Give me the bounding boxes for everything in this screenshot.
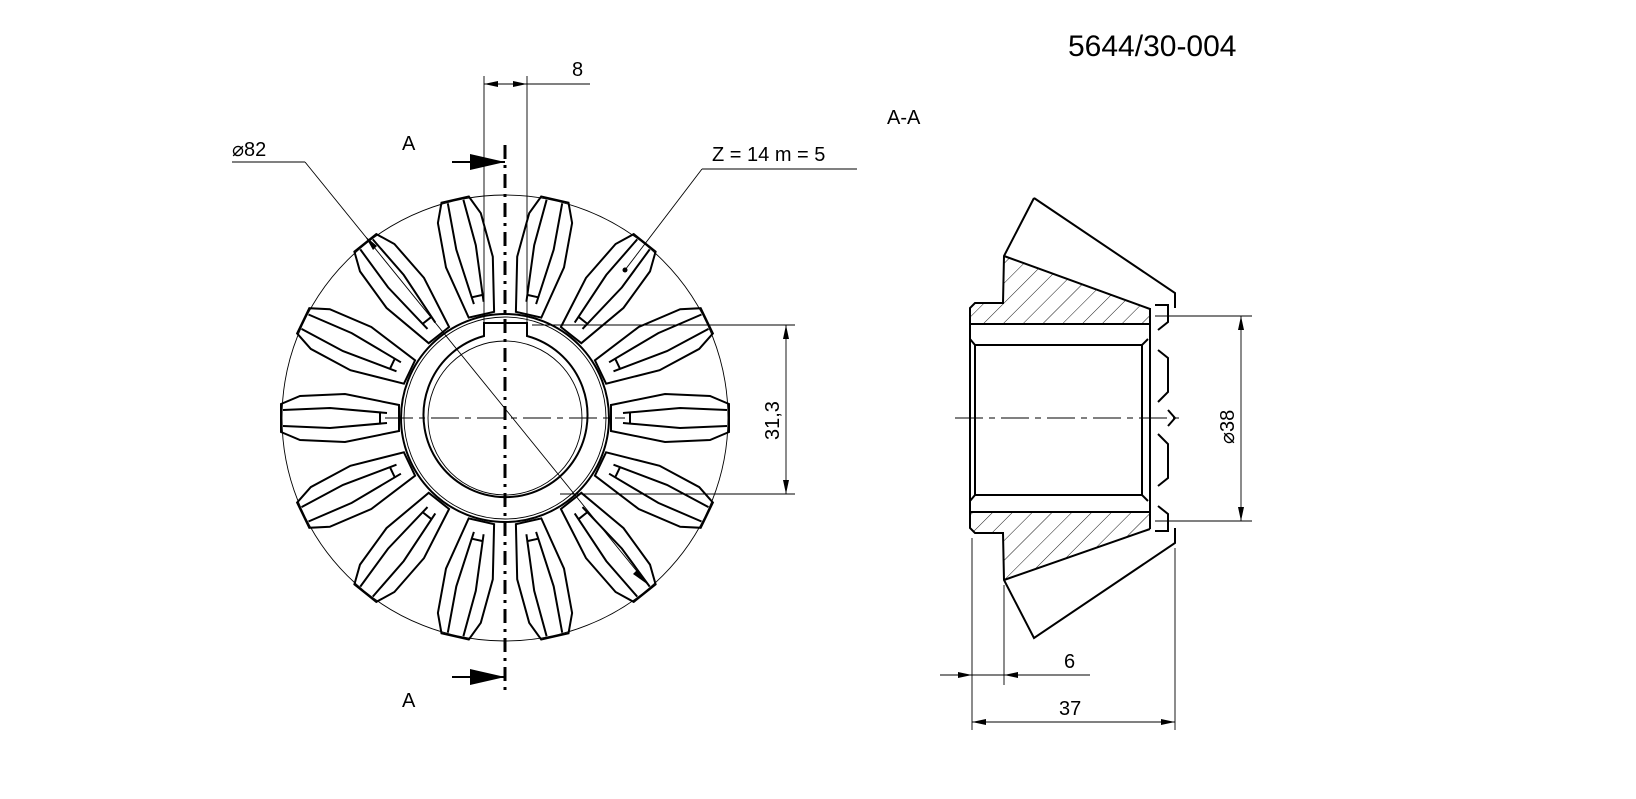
dimension-overall-length: 37 (972, 548, 1176, 730)
tooth-flank-line (525, 534, 548, 637)
tooth-flank-line (622, 422, 728, 430)
section-marker-bottom: A (402, 690, 416, 712)
hatched-section-top (970, 256, 1150, 324)
dimension-text: ⌀82 (232, 139, 266, 161)
tooth-flank-line (359, 248, 429, 330)
tooth-root-line (578, 511, 588, 520)
tooth-root-line (472, 537, 483, 542)
gear-tooth (610, 392, 730, 444)
end-teeth (1155, 304, 1176, 532)
tooth-flank-line (535, 203, 564, 305)
gear-section-view (955, 197, 1185, 640)
dimension-bore-diameter: ⌀38 (1155, 315, 1252, 522)
gear-tooth (514, 195, 574, 319)
tooth-flank-line (613, 328, 709, 373)
tooth-flank-line (308, 313, 402, 364)
dimension-text: 6 (1064, 651, 1075, 673)
dimension-outer-diameter: ⌀82 (232, 139, 649, 586)
tooth-flank-line (525, 199, 548, 302)
tooth-flank-line (301, 463, 397, 508)
tooth-root-line (422, 316, 432, 325)
section-arrow-top: A (402, 133, 505, 170)
tooth-root-line (422, 511, 432, 520)
gear-tooth (559, 491, 657, 604)
tooth-root-line (389, 358, 396, 369)
tooth-root-line (614, 467, 621, 478)
dimension-key-offset: 8 (483, 59, 590, 323)
tooth-flank-line (613, 463, 709, 508)
bore-with-keyway (422, 322, 589, 499)
tooth-root-line (389, 467, 396, 478)
dimension-keyway-height: 31,3 (532, 324, 795, 495)
gear-tooth (559, 232, 657, 345)
gear-teeth (280, 195, 730, 641)
gear-tooth (436, 195, 496, 319)
tooth-flank-line (462, 534, 485, 637)
gear-tooth (353, 491, 451, 604)
tooth-flank-line (282, 422, 388, 430)
tooth-root-line (527, 537, 538, 542)
tooth-flank-line (608, 472, 702, 523)
drawing-number: 5644/30-004 (1068, 30, 1237, 63)
tooth-root-line (614, 358, 621, 369)
gear-spec-callout: Z = 14 m = 5 (622, 144, 857, 273)
gear-spec-text: Z = 14 m = 5 (712, 144, 825, 166)
tooth-flank-line (446, 531, 475, 633)
gear-front-view (280, 145, 730, 695)
section-label: A-A (887, 107, 921, 129)
dimension-text: 37 (1059, 698, 1081, 720)
tooth-flank-line (301, 328, 397, 373)
tooth-root-line (578, 316, 588, 325)
tooth-flank-line (372, 512, 437, 598)
tooth-flank-line (282, 406, 388, 414)
section-marker-top: A (402, 133, 416, 155)
dimension-text: ⌀38 (1217, 410, 1239, 444)
tooth-root-line (472, 294, 483, 299)
tooth-flank-line (462, 199, 485, 302)
gear-tooth (514, 517, 574, 641)
gear-tooth (436, 517, 496, 641)
tooth-root-line (527, 294, 538, 299)
dimension-text: 8 (572, 59, 583, 81)
gear-tooth (295, 307, 417, 385)
section-outline (969, 197, 1176, 640)
tooth-flank-line (446, 203, 475, 305)
gear-tooth (593, 307, 715, 385)
gear-tooth (593, 451, 715, 529)
gear-tooth (295, 451, 417, 529)
gear-tooth (353, 232, 451, 345)
tooth-flank-line (608, 313, 702, 364)
tooth-flank-line (622, 406, 728, 414)
gear-tooth (280, 392, 400, 444)
tooth-flank-line (573, 238, 638, 324)
tooth-flank-line (308, 472, 402, 523)
dimension-hub-step: 6 (940, 538, 1090, 730)
hatched-section-bottom (970, 512, 1150, 580)
tooth-flank-line (573, 512, 638, 598)
section-arrow-bottom: A (402, 669, 505, 712)
tooth-flank-line (372, 238, 437, 324)
tooth-flank-line (359, 506, 429, 588)
dimension-text: 31,3 (762, 401, 784, 440)
tooth-flank-line (581, 248, 651, 330)
tooth-flank-line (535, 531, 564, 633)
